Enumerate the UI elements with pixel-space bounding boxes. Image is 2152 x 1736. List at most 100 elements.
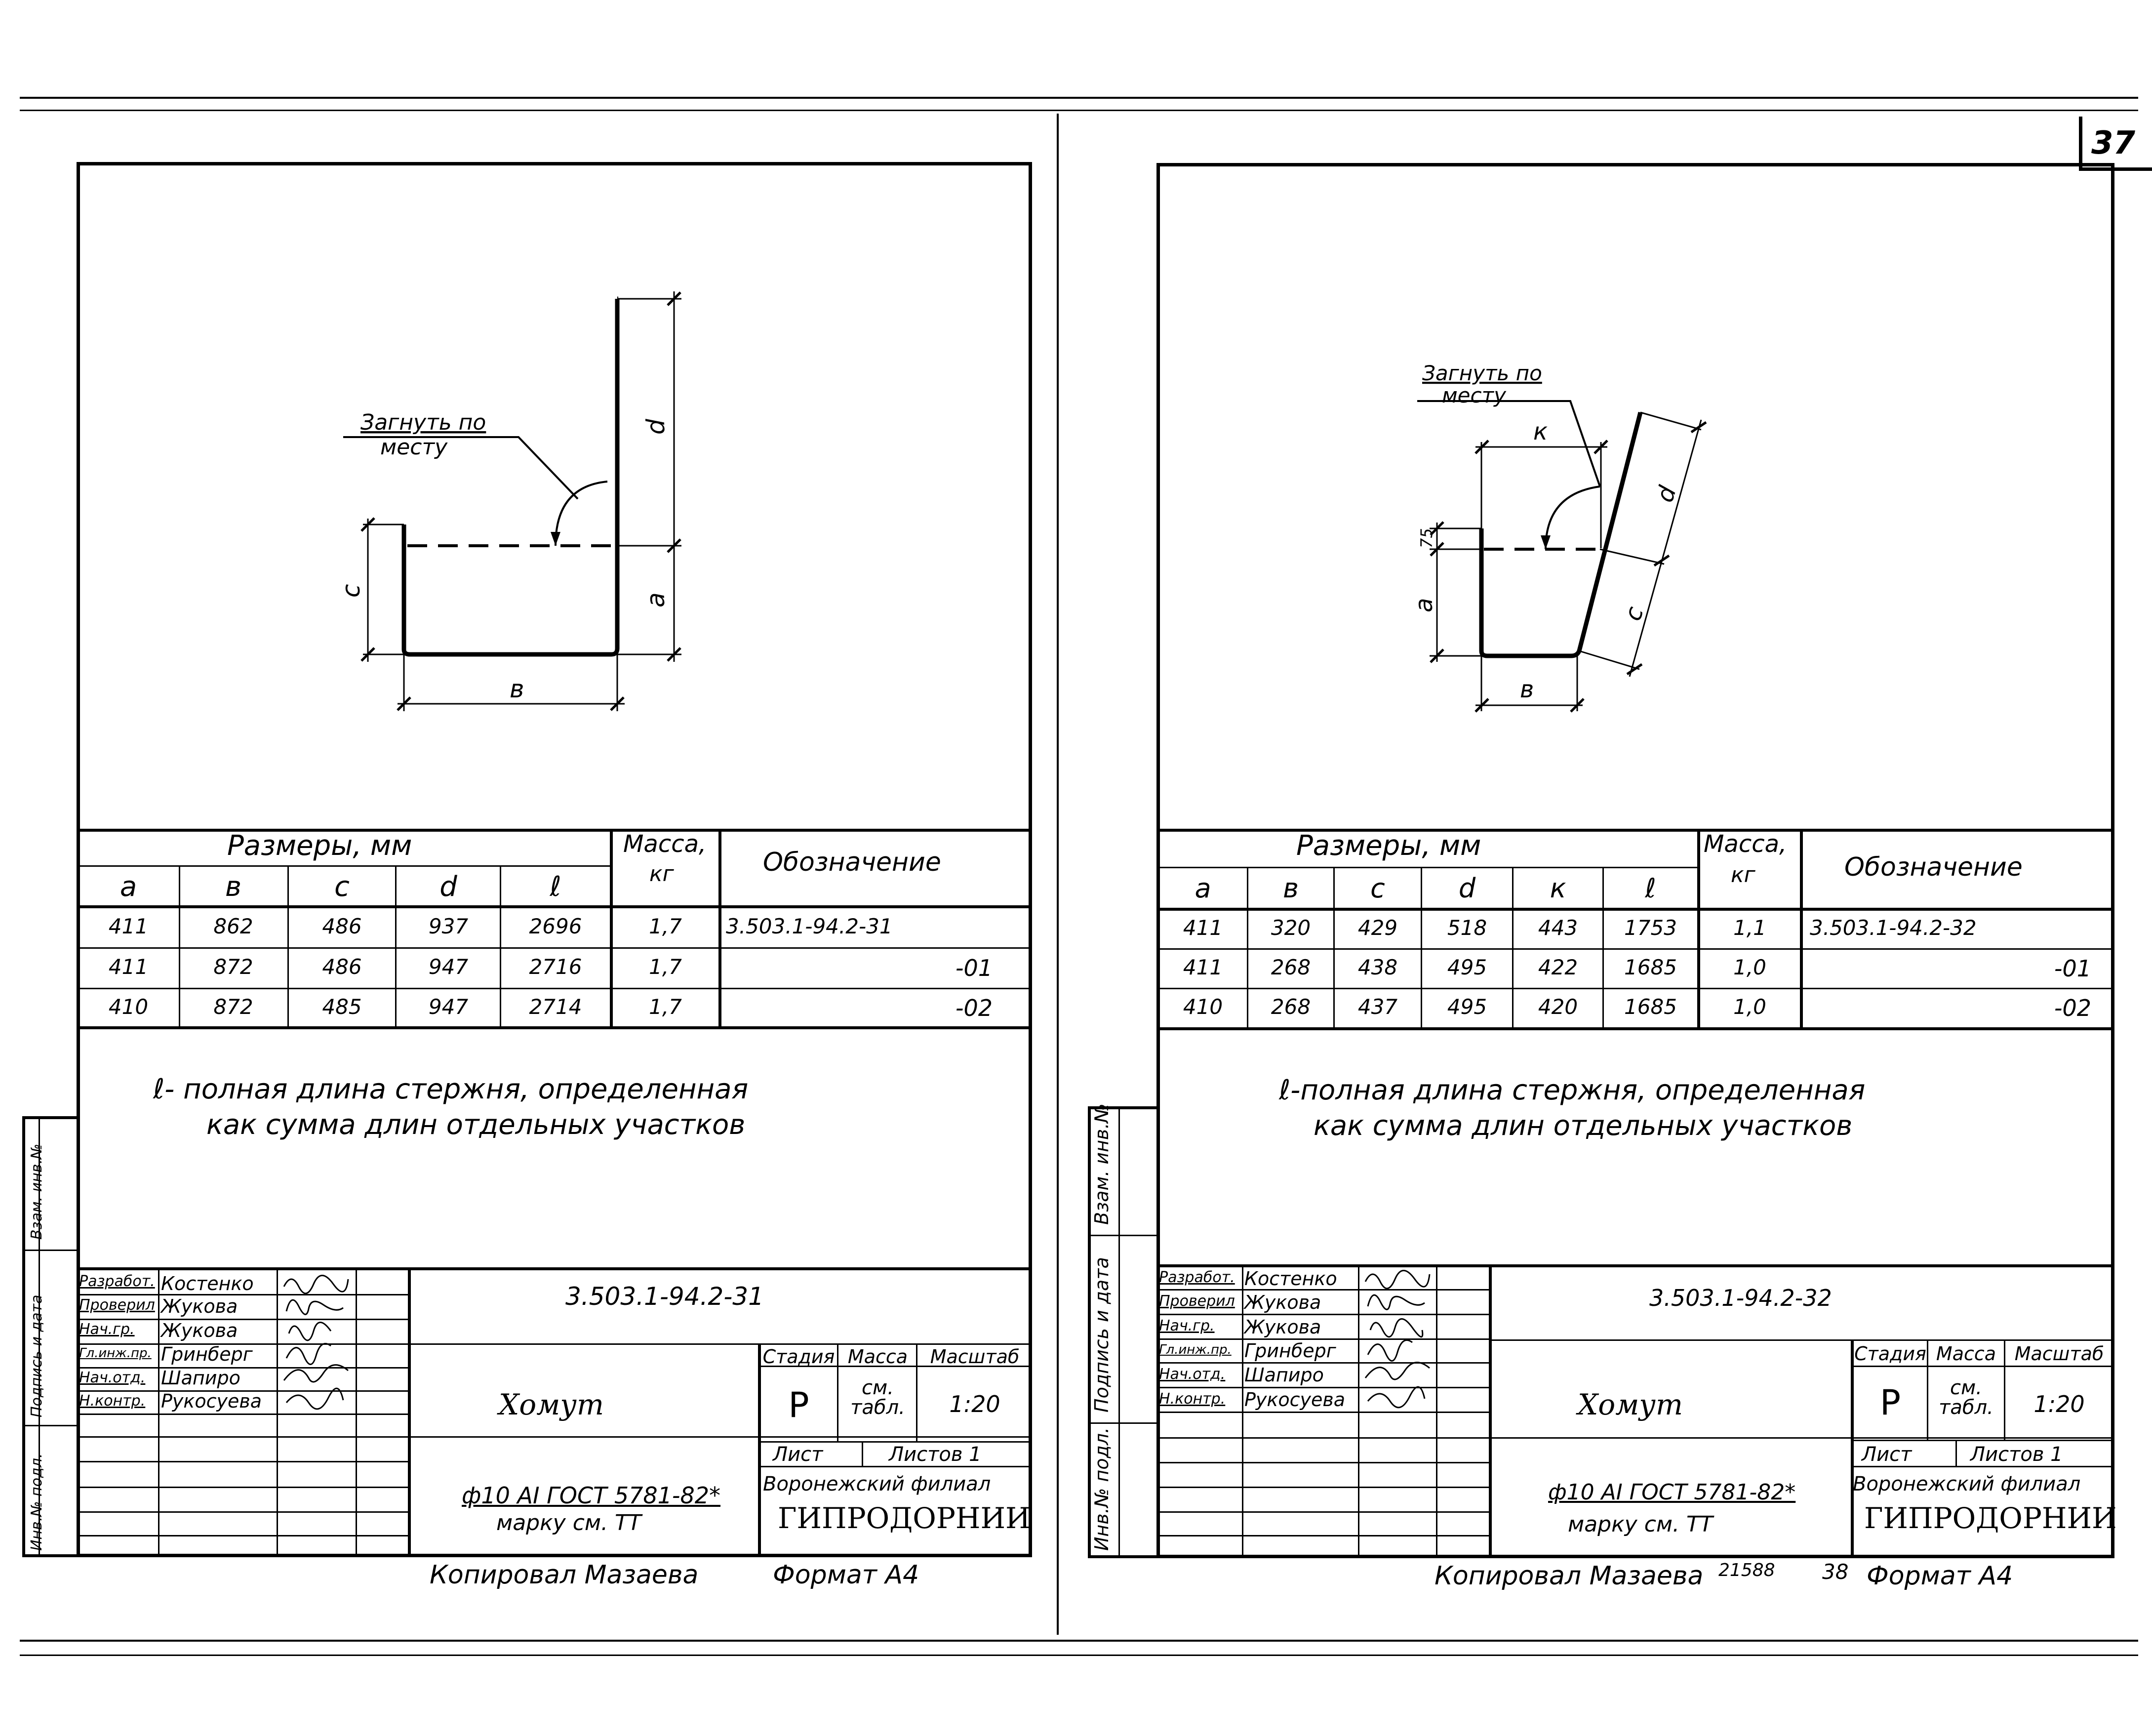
right-side-strip — [1088, 1106, 1158, 1558]
right-dim-a: a — [1410, 598, 1438, 612]
right-mass-value: см. табл. — [1939, 1376, 1993, 1419]
right-table-bottom — [1156, 1027, 2114, 1030]
right-col-b: в — [1283, 873, 1299, 904]
right-footer-copied: Копировал Мазаева — [1435, 1561, 1704, 1591]
left-callout-line2: месту — [380, 435, 448, 460]
right-side-label-vzam: Взам. инв.№ — [1091, 1103, 1113, 1225]
left-table-mass-header: Масса, — [623, 830, 707, 858]
left-side-label-inv: Инв.№ подл. — [28, 1453, 45, 1551]
right-stamp-code: 3.503.1-94.2-32 — [1649, 1285, 1832, 1311]
right-footer-format: Формат А4 — [1867, 1561, 2013, 1591]
left-table-designation-header: Обозначение — [763, 848, 941, 877]
right-bend-arc — [1545, 485, 1600, 550]
left-org-line1: Воронежский филиал — [763, 1473, 991, 1495]
left-sheet-label: Лист — [773, 1443, 823, 1466]
right-callout-leader — [1417, 400, 1601, 487]
right-stage-value: Р — [1879, 1382, 1901, 1423]
left-drawing: d a c в Загнуть по месту — [337, 291, 681, 711]
left-bar-shape — [401, 299, 620, 657]
right-org-line2: ГИПРОДОРНИИ — [1864, 1501, 2117, 1535]
left-dim-c: c — [337, 584, 365, 598]
right-dim-c: c — [1619, 603, 1649, 624]
left-mass-value: см. табл. — [850, 1376, 905, 1419]
left-stamp-material2: марку см. ТТ — [496, 1510, 641, 1535]
right-dim-d: d — [1651, 483, 1682, 506]
left-stamp-code: 3.503.1-94.2-31 — [565, 1282, 764, 1311]
left-stamp-material: ф10 AI ГОСТ 5781-82* — [462, 1482, 721, 1509]
left-col-l: ℓ — [550, 871, 561, 903]
right-col-k: к — [1550, 873, 1566, 904]
right-stamp-material: ф10 AI ГОСТ 5781-82* — [1548, 1480, 1796, 1505]
right-footer-number: 21588 — [1718, 1560, 1775, 1580]
left-table-top — [77, 829, 1032, 832]
right-footer-page: 38 — [1822, 1560, 1849, 1584]
right-col-l: ℓ — [1645, 873, 1656, 904]
right-table-mass-header: Масса, — [1704, 830, 1787, 858]
right-stage-header: Стадия — [1854, 1343, 1926, 1365]
right-drawing: к a 75 в d c Загнуть по месту — [1410, 361, 1707, 713]
bottom-binding-line-2 — [20, 1655, 2138, 1656]
right-org-line1: Воронежский филиал — [1853, 1473, 2081, 1495]
left-callout-line1: Загнуть по — [360, 410, 486, 435]
left-footer-format: Формат А4 — [773, 1560, 919, 1590]
right-callout-line1: Загнуть по — [1422, 361, 1542, 385]
left-table-mass-unit: кг — [649, 861, 674, 887]
right-col-d: d — [1458, 873, 1476, 904]
left-sheet — [77, 162, 1032, 1557]
right-col-a: a — [1195, 873, 1211, 904]
page-number: 37 — [2091, 125, 2136, 161]
left-note-line1: ℓ- полная длина стержня, определенная — [153, 1073, 749, 1105]
right-bar-shape — [1479, 411, 1643, 658]
left-signatures — [283, 1275, 349, 1410]
bottom-binding-line — [20, 1640, 2138, 1642]
right-note-line2: как сумма длин отдельных участков — [1314, 1110, 1853, 1142]
right-dim-b: в — [1520, 676, 1534, 703]
right-sheet-label: Лист — [1862, 1443, 1912, 1466]
right-table-group-header: Размеры, мм — [1296, 830, 1481, 862]
left-scale-value: 1:20 — [949, 1391, 1000, 1417]
left-stamp-title: Хомут — [499, 1388, 604, 1421]
right-scale-value: 1:20 — [2033, 1391, 2085, 1417]
right-sheet — [1156, 163, 2114, 1558]
right-table-top — [1156, 829, 2114, 832]
left-mass-header: Масса — [847, 1346, 908, 1368]
right-col-c: c — [1370, 873, 1385, 904]
left-stage-value: Р — [788, 1385, 809, 1425]
right-sheets-label: Листов 1 — [1970, 1443, 2063, 1466]
top-binding-line-2 — [20, 110, 2138, 111]
left-col-b: в — [225, 871, 241, 903]
left-col-d: d — [439, 871, 457, 903]
right-stamp-top — [1156, 1264, 2114, 1267]
left-side-strip — [22, 1116, 79, 1557]
left-dim-d: d — [641, 419, 670, 435]
left-callout-leader — [343, 436, 579, 500]
left-dim-b: в — [510, 675, 524, 703]
right-scale-header: Масштаб — [2014, 1343, 2104, 1365]
right-table-mass-unit: кг — [1731, 862, 1755, 888]
left-col-a: a — [120, 871, 137, 903]
left-table-group-header: Размеры, мм — [227, 830, 412, 862]
center-fold-line — [1057, 114, 1059, 1635]
left-stage-header: Стадия — [762, 1346, 835, 1368]
right-stamp-title: Хомут — [1578, 1388, 1683, 1421]
right-side-label-inv: Инв.№ подл. — [1091, 1427, 1113, 1551]
left-stamp-top — [77, 1267, 1032, 1270]
page-number-box — [2079, 117, 2152, 171]
left-scale-header: Масштаб — [930, 1346, 1020, 1368]
right-callout-line2: месту — [1442, 383, 1507, 407]
right-dim-k: к — [1533, 418, 1548, 445]
left-col-c: c — [334, 871, 350, 903]
left-sheets-label: Листов 1 — [889, 1443, 982, 1466]
right-signatures — [1364, 1270, 1431, 1409]
left-org-line2: ГИПРОДОРНИИ — [778, 1501, 1031, 1535]
left-footer-copied: Копировал Мазаева — [430, 1560, 699, 1590]
right-stamp-material2: марку см. ТТ — [1568, 1512, 1713, 1537]
right-side-label-sign: Подпись и дата — [1091, 1257, 1113, 1413]
left-note-line2: как сумма длин отдельных участков — [206, 1109, 746, 1141]
left-side-label-vzam: Взам. инв.№ — [28, 1143, 45, 1240]
left-dim-a: a — [641, 592, 670, 607]
left-table-bottom — [77, 1026, 1032, 1029]
right-mass-header: Масса — [1936, 1343, 1996, 1365]
right-note-line1: ℓ-полная длина стержня, определенная — [1279, 1074, 1866, 1106]
left-side-label-sign: Подпись и дата — [28, 1294, 45, 1418]
